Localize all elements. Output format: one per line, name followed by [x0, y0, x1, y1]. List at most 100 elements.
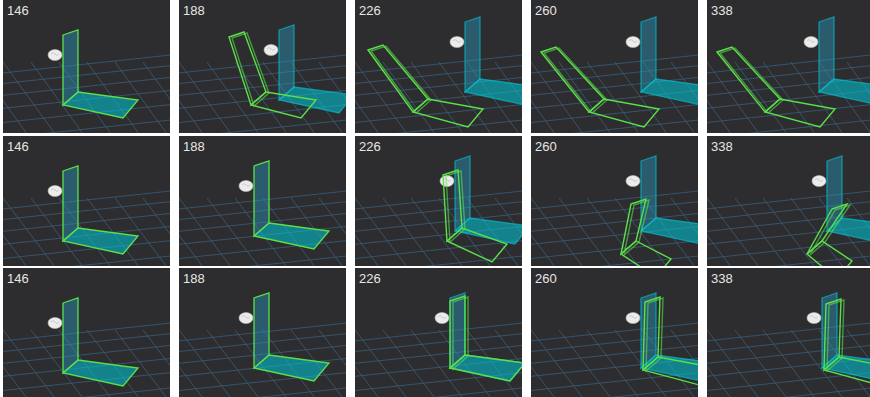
frame-number: 338: [711, 139, 733, 154]
simulated-wall: [824, 299, 841, 370]
render-panel: [707, 268, 870, 397]
floor-grid: [531, 54, 698, 133]
simulated-plates: [443, 170, 507, 262]
brain-fold: [242, 184, 250, 187]
simulated-wall-edge: [624, 200, 649, 255]
brain-fold: [51, 321, 59, 324]
brain-object: [626, 176, 640, 187]
target-wall-plate: [819, 17, 834, 92]
frame-number: 226: [359, 3, 381, 18]
brain-object: [812, 176, 826, 187]
render-panel: [707, 0, 870, 133]
render-panel: [531, 136, 698, 266]
render-panel: [179, 0, 346, 133]
floor-grid: [707, 322, 870, 397]
frame-number: 226: [359, 271, 381, 286]
brain-fold: [807, 40, 815, 43]
brain-object: [48, 50, 62, 61]
brain-object: [450, 37, 464, 48]
target-wall-plate: [279, 25, 294, 100]
simulated-floor: [251, 92, 316, 118]
simulated-plates: [824, 299, 870, 388]
render-panel: [355, 136, 522, 266]
panel-background: [355, 0, 522, 133]
simulated-floor: [765, 99, 835, 127]
frame-number: 338: [711, 3, 733, 18]
brain-fold: [51, 53, 59, 56]
floor-grid: [707, 190, 870, 266]
render-panel: [707, 136, 870, 266]
render-panel: [355, 268, 522, 397]
simulated-floor: [450, 355, 522, 381]
target-wall-plate: [63, 166, 78, 241]
simulated-floor: [807, 241, 852, 266]
target-floor-plate: [450, 355, 522, 381]
panel-background: [707, 0, 870, 133]
brain-fold: [267, 48, 275, 51]
target-wall-plate: [641, 17, 656, 92]
floor-grid: [3, 190, 170, 266]
frame-number: 188: [183, 271, 205, 286]
brain-object: [626, 37, 640, 48]
brain-object: [626, 313, 640, 324]
panel-background: [531, 0, 698, 133]
simulated-wall-edge: [827, 300, 844, 371]
simulated-plates: [229, 32, 316, 118]
panel-background: [707, 268, 870, 397]
simulated-wall: [807, 204, 847, 254]
frame-number: 260: [535, 271, 557, 286]
render-panel: [531, 0, 698, 133]
brain-fold: [629, 179, 637, 182]
brain-object: [264, 45, 278, 56]
simulated-wall-edge: [371, 46, 431, 113]
brain-object: [48, 186, 62, 197]
target-wall-plate: [254, 161, 269, 236]
simulated-wall-edge: [810, 205, 850, 255]
frame-number: 338: [711, 271, 733, 286]
brain-fold: [242, 316, 250, 319]
simulated-wall-edge: [232, 33, 269, 106]
floor-grid: [3, 322, 170, 397]
simulated-wall-edge: [646, 298, 663, 371]
brain-fold: [453, 40, 461, 43]
frame-number: 260: [535, 139, 557, 154]
simulated-plates: [643, 297, 698, 387]
frame-number: 260: [535, 3, 557, 18]
simulated-wall: [717, 47, 780, 112]
brain-object: [239, 313, 253, 324]
simulated-floor: [589, 99, 659, 127]
frame-number: 188: [183, 3, 205, 18]
floor-grid: [3, 54, 170, 133]
simulated-wall: [643, 297, 660, 370]
brain-object: [435, 313, 449, 324]
floor-grid: [355, 322, 522, 397]
brain-fold: [51, 189, 59, 192]
simulated-floor: [621, 241, 671, 266]
simulated-plates: [541, 47, 659, 127]
simulated-wall-edge: [446, 171, 465, 242]
simulated-plates: [807, 204, 852, 266]
brain-fold: [810, 316, 818, 319]
simulated-wall: [541, 47, 604, 112]
simulated-wall-edge: [544, 48, 607, 113]
floor-grid: [179, 54, 346, 133]
brain-fold: [629, 316, 637, 319]
frame-number: 188: [183, 139, 205, 154]
target-wall-plate: [63, 298, 78, 373]
target-wall-plate: [465, 17, 480, 92]
simulated-plates: [450, 296, 522, 381]
frame-number: 146: [7, 271, 29, 286]
panel-background: [3, 0, 170, 133]
render-panel: [531, 268, 698, 397]
render-panel: [3, 136, 170, 266]
simulated-plates: [621, 199, 671, 266]
simulated-wall-edge: [720, 48, 783, 113]
floor-grid: [531, 322, 698, 397]
render-panel: [179, 136, 346, 266]
brain-object: [239, 181, 253, 192]
brain-object: [48, 318, 62, 329]
simulated-plates: [717, 47, 835, 127]
render-panel: [355, 0, 522, 133]
